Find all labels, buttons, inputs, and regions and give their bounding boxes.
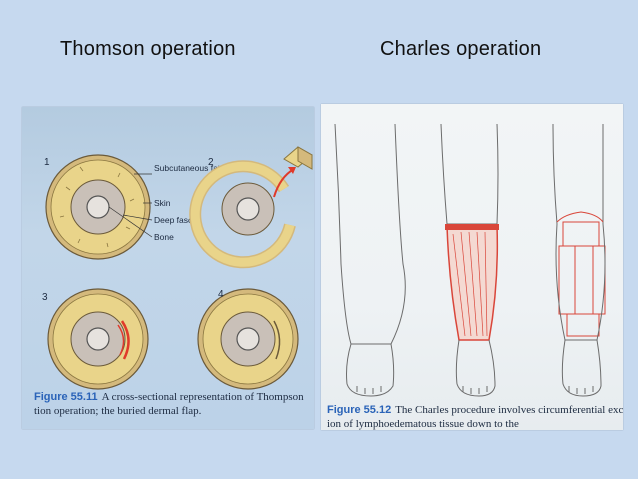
panel-number-1: 1	[44, 157, 50, 168]
label-skin: Skin	[154, 198, 171, 208]
charles-caption-line-2: ion of lymphoedematous tissue down to th…	[327, 418, 519, 430]
leg-marked	[552, 123, 606, 397]
panel-4-cross-section	[197, 288, 299, 390]
label-bone: Bone	[154, 232, 174, 242]
slide-title-left: Thomson operation	[60, 38, 236, 60]
label-subcutaneous: Subcutaneous fat	[154, 163, 221, 173]
panel-number-3: 3	[42, 292, 48, 303]
thomson-caption-line-2: tion operation; the buried dermal flap.	[34, 405, 202, 417]
leg-excision	[440, 123, 499, 397]
charles-caption-text-1: The Charles procedure involves circumfer…	[395, 404, 623, 416]
slide-title-right: Charles operation	[380, 38, 542, 60]
panel-number-4: 4	[218, 289, 224, 300]
thomson-figure-photo: 1 Subcutaneous fat Skin Deep fascia Bone…	[22, 107, 314, 429]
panel-1-cross-section	[45, 154, 153, 260]
panel-number-2: 2	[208, 157, 214, 168]
panel-2-cross-section	[189, 146, 313, 269]
charles-leg-diagram	[334, 123, 606, 397]
leg-swollen	[334, 123, 406, 397]
label-deep-fascia: Deep fascia	[154, 215, 199, 225]
thomson-caption-text-1: A cross-sectional representation of Thom…	[101, 391, 304, 403]
panel-3-cross-section	[47, 288, 149, 390]
thomson-figure-number: Figure 55.11	[34, 391, 98, 403]
charles-figure-number: Figure 55.12	[327, 404, 392, 416]
thomson-cross-section-diagram: 1 Subcutaneous fat Skin Deep fascia Bone…	[42, 146, 313, 390]
